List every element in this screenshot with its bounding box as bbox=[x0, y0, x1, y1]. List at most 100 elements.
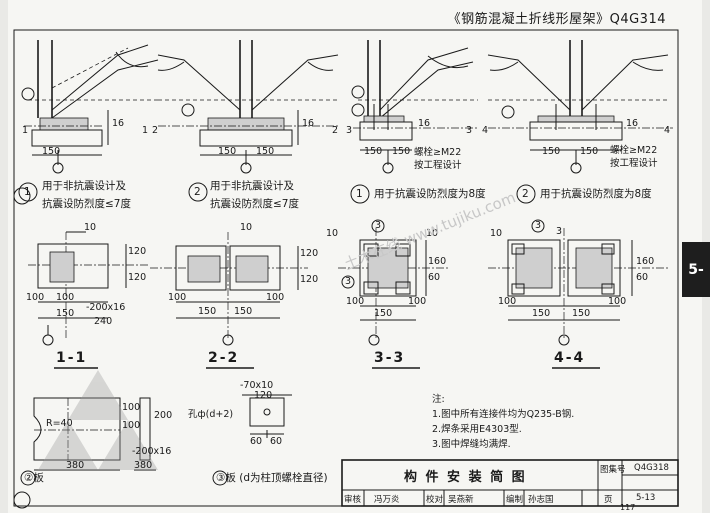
plan-4-ref-3-a: 3 bbox=[535, 220, 542, 231]
plan-2-dim-120-a: 120 bbox=[300, 248, 319, 259]
detail-3-bolt-note-1: 螺栓≥M22 bbox=[414, 147, 462, 158]
plan-2-dim-10: 10 bbox=[240, 222, 253, 233]
note-3: 3.图中焊缝均满焊. bbox=[432, 439, 511, 450]
page-value: 5-13 bbox=[636, 493, 656, 503]
plan-4-dim-10: 10 bbox=[490, 228, 503, 239]
plan-1-dim-150: 150 bbox=[56, 308, 75, 319]
plan-2-dim-100-a: 100 bbox=[168, 292, 187, 303]
detail-3-dim-150-b: 150 bbox=[392, 146, 411, 157]
plan-2-dim-150-a: 150 bbox=[198, 306, 217, 317]
detail-2-dim-150-a: 150 bbox=[218, 146, 237, 157]
header-title: 《钢筋混凝土折线形屋架》Q4G314 bbox=[447, 12, 666, 27]
plan-3-dim-10-b: 10 bbox=[426, 228, 439, 239]
detail-4-mark-left: 4 bbox=[482, 125, 489, 136]
title-block-lines bbox=[341, 459, 679, 507]
detail-4-mark-right: 4 bbox=[664, 125, 671, 136]
atlas-no-value: Q4G318 bbox=[634, 463, 669, 473]
caption-1-num: 1 bbox=[24, 186, 31, 198]
plan-1-label: 1-1 bbox=[56, 350, 88, 366]
caption-2-line-2: 抗震设防烈度≤7度 bbox=[210, 198, 299, 210]
part-3-dim-60-b: 60 bbox=[270, 436, 283, 447]
plan-1-dim-100-a: 100 bbox=[26, 292, 45, 303]
detail-4-dim-150-b: 150 bbox=[580, 146, 599, 157]
detail-3-dim-150-a: 150 bbox=[364, 146, 383, 157]
part-2-dim-200: 200 bbox=[154, 410, 173, 421]
plan-3-dim-60: 60 bbox=[428, 272, 441, 283]
caption-3-line-1: 用于抗震设防烈度为8度 bbox=[374, 188, 486, 200]
detail-3-elevation bbox=[351, 40, 478, 174]
detail-3-dim-16: 16 bbox=[418, 118, 431, 129]
detail-3-mark-right: 3 bbox=[466, 125, 473, 136]
watermark-logo bbox=[38, 370, 158, 470]
plan-3-dim-10-a: 10 bbox=[326, 228, 339, 239]
detail-1-elevation bbox=[21, 40, 159, 174]
plan-2-label: 2-2 bbox=[208, 350, 240, 366]
plan-2-dim-150-b: 150 bbox=[234, 306, 253, 317]
part-2-radius: R=40 bbox=[46, 418, 73, 429]
plan-1-dim-240: 240 bbox=[94, 316, 113, 327]
binding-ring-icon bbox=[13, 187, 31, 205]
detail-2-dim-16: 16 bbox=[302, 118, 315, 129]
part-3-dim-120: 120 bbox=[254, 390, 273, 401]
plan-3-3 bbox=[338, 219, 448, 346]
plan-3-dim-160: 160 bbox=[428, 256, 447, 267]
notes-heading: 注: bbox=[432, 394, 445, 405]
name-compiler: 孙志国 bbox=[528, 495, 554, 505]
note-2: 2.焊条采用E4303型. bbox=[432, 424, 522, 435]
plan-2-dim-120-b: 120 bbox=[300, 274, 319, 285]
caption-2-num: 2 bbox=[194, 186, 201, 198]
role-compiler: 编制 bbox=[506, 495, 524, 505]
plan-1-dim-100-b: 100 bbox=[56, 292, 75, 303]
role-reviewer: 审核 bbox=[344, 495, 362, 505]
chapter-tab[interactable]: 5- bbox=[682, 242, 710, 297]
detail-2-mark-left: 2 bbox=[152, 125, 159, 136]
part-3-title: ③板 (d为柱顶螺栓直径) bbox=[216, 472, 328, 484]
detail-4-dim-16: 16 bbox=[626, 118, 639, 129]
plan-4-dim-160: 160 bbox=[636, 256, 655, 267]
detail-1-mark-right: 1 bbox=[142, 125, 149, 136]
detail-4-dim-150-a: 150 bbox=[542, 146, 561, 157]
caption-3-num: 1 bbox=[356, 188, 363, 200]
part-3-hole-spec: 孔ф(d+2) bbox=[188, 409, 234, 420]
detail-4-bolt-note-2: 按工程设计 bbox=[610, 158, 658, 169]
page-label: 页 bbox=[604, 495, 613, 505]
part-2-title: ②板 bbox=[24, 472, 44, 484]
plan-4-dim-100-a: 100 bbox=[498, 296, 517, 307]
caption-4-num: 2 bbox=[522, 188, 529, 200]
caption-1-line-1: 用于非抗震设计及 bbox=[42, 180, 126, 192]
caption-4-line-1: 用于抗震设防烈度为8度 bbox=[540, 188, 652, 200]
plan-4-dim-60: 60 bbox=[636, 272, 649, 283]
detail-2-elevation bbox=[157, 40, 339, 174]
detail-3-mark-left: 3 bbox=[346, 125, 353, 136]
plan-3-label: 3-3 bbox=[374, 350, 406, 366]
caption-1-line-2: 抗震设防烈度≤7度 bbox=[42, 198, 131, 210]
detail-1-mark-left: 1 bbox=[22, 125, 29, 136]
part-2-dim-100-a: 100 bbox=[122, 402, 141, 413]
part-2-plate bbox=[20, 397, 156, 486]
plan-3-dim-100-b: 100 bbox=[408, 296, 427, 307]
name-reviewer: 冯万炎 bbox=[374, 495, 400, 505]
plan-1-dim-120-a: 120 bbox=[128, 246, 147, 257]
plan-3-ref-3-top: 3 bbox=[375, 220, 382, 231]
plan-4-dim-150-b: 150 bbox=[572, 308, 591, 319]
drawing-sheet: 《钢筋混凝土折线形屋架》Q4G314 bbox=[8, 0, 702, 513]
atlas-no-label: 图集号 bbox=[600, 465, 626, 475]
part-2-plate-spec: -200x16 bbox=[132, 446, 172, 457]
part-2-dim-100-b: 100 bbox=[122, 420, 141, 431]
detail-2-mark-right: 2 bbox=[332, 125, 339, 136]
plan-1-dim-plate: -200x16 bbox=[86, 302, 126, 313]
detail-2-dim-150-b: 150 bbox=[256, 146, 275, 157]
name-checker: 吴燕新 bbox=[448, 495, 474, 505]
detail-1-dim-150: 150 bbox=[42, 146, 61, 157]
detail-4-bolt-note-1: 螺栓≥M22 bbox=[610, 145, 658, 156]
caption-2-line-1: 用于非抗震设计及 bbox=[210, 180, 294, 192]
part-2-dim-380-b: 380 bbox=[134, 460, 153, 471]
plan-4-dim-150-a: 150 bbox=[532, 308, 551, 319]
drawing-linework bbox=[13, 29, 679, 509]
plan-4-ref-3-b: 3 bbox=[556, 226, 563, 237]
part-3-plate-spec: -70x10 bbox=[240, 380, 274, 391]
plan-2-2 bbox=[150, 232, 308, 346]
plan-1-dim-10: 10 bbox=[84, 222, 97, 233]
footer-page: 117 bbox=[620, 503, 636, 512]
plan-4-dim-100-b: 100 bbox=[608, 296, 627, 307]
